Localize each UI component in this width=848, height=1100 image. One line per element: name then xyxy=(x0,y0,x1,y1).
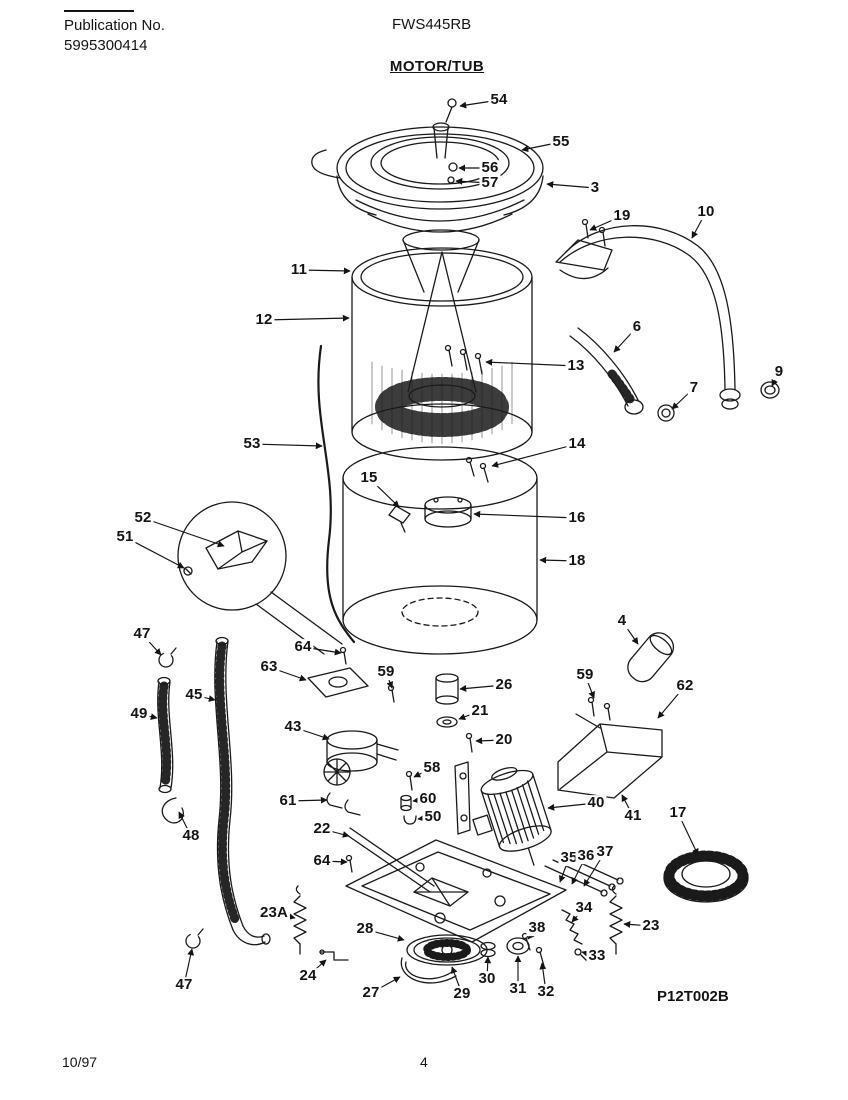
detail-circle xyxy=(177,501,343,655)
callout-14: 14 xyxy=(566,435,588,453)
callout-57: 57 xyxy=(479,174,501,192)
callout-58: 58 xyxy=(421,759,443,777)
callout-62: 62 xyxy=(674,677,696,695)
tub-ring xyxy=(663,850,749,903)
callout-10: 10 xyxy=(695,203,717,221)
callout-24: 24 xyxy=(297,967,319,985)
image-code: P12T002B xyxy=(657,988,729,1005)
callout-64: 64 xyxy=(311,852,333,870)
publication-block: Publication No. 5995300414 xyxy=(64,16,165,57)
callout-59: 59 xyxy=(574,666,596,684)
publication-number: 5995300414 xyxy=(64,37,148,55)
header-rule xyxy=(64,10,134,12)
callout-30: 30 xyxy=(476,970,498,988)
callout-63: 63 xyxy=(258,658,280,676)
inner-basket xyxy=(351,229,533,461)
callout-54: 54 xyxy=(488,91,510,109)
callout-33: 33 xyxy=(586,947,608,965)
callout-4: 4 xyxy=(615,612,629,630)
callout-16: 16 xyxy=(566,509,588,527)
callout-45: 45 xyxy=(183,686,205,704)
callout-49: 49 xyxy=(128,705,150,723)
publication-label: Publication No. xyxy=(64,17,165,34)
lid-assembly xyxy=(311,98,544,233)
agitator-cap-cone xyxy=(627,632,675,683)
callout-29: 29 xyxy=(451,985,473,1003)
callout-21: 21 xyxy=(469,702,491,720)
callout-17: 17 xyxy=(667,804,689,822)
callout-61: 61 xyxy=(277,792,299,810)
callout-26: 26 xyxy=(493,676,515,694)
callout-20: 20 xyxy=(493,731,515,749)
callout-3: 3 xyxy=(588,179,602,197)
model-number: FWS445RB xyxy=(392,16,472,33)
callout-11: 11 xyxy=(288,261,310,279)
callout-50: 50 xyxy=(422,808,444,826)
callout-47: 47 xyxy=(131,625,153,643)
drain-hose-assembly xyxy=(555,218,780,410)
callout-52: 52 xyxy=(132,509,154,527)
section-title: MOTOR/TUB xyxy=(389,58,485,75)
pump xyxy=(323,730,399,786)
outer-tub xyxy=(342,446,538,655)
callout-60: 60 xyxy=(417,790,439,808)
callout-32: 32 xyxy=(535,983,557,1001)
callout-28: 28 xyxy=(354,920,376,938)
footer-page-number: 4 xyxy=(420,1054,428,1070)
callout-34: 34 xyxy=(573,899,595,917)
callout-41: 41 xyxy=(622,807,644,825)
callout-31: 31 xyxy=(507,980,529,998)
callout-27: 27 xyxy=(360,984,382,1002)
callout-9: 9 xyxy=(772,363,786,381)
callout-48: 48 xyxy=(180,827,202,845)
fill-hoses xyxy=(157,636,271,949)
footer-date: 10/97 xyxy=(62,1054,98,1070)
callout-55: 55 xyxy=(550,133,572,151)
callout-15: 15 xyxy=(358,469,380,487)
callout-7: 7 xyxy=(687,379,701,397)
springs-and-bolts xyxy=(293,885,623,963)
callout-37: 37 xyxy=(594,843,616,861)
pulley-and-belt xyxy=(400,934,545,984)
callout-53: 53 xyxy=(241,435,263,453)
drive-motor xyxy=(472,766,552,866)
callout-59: 59 xyxy=(375,663,397,681)
callout-18: 18 xyxy=(566,552,588,570)
callout-19: 19 xyxy=(611,207,633,225)
callout-13: 13 xyxy=(565,357,587,375)
callout-51: 51 xyxy=(114,528,136,546)
callout-23A: 23A xyxy=(257,904,291,922)
callout-23: 23 xyxy=(640,917,662,935)
callout-40: 40 xyxy=(585,794,607,812)
callout-12: 12 xyxy=(253,311,275,329)
callout-64: 64 xyxy=(292,638,314,656)
callout-6: 6 xyxy=(630,318,644,336)
callout-47: 47 xyxy=(173,976,195,994)
callout-38: 38 xyxy=(526,919,548,937)
pressure-hose xyxy=(317,344,356,644)
small-hardware xyxy=(307,646,473,893)
callout-22: 22 xyxy=(311,820,333,838)
callout-43: 43 xyxy=(282,718,304,736)
callout-36: 36 xyxy=(575,847,597,865)
inlet-hose xyxy=(569,327,675,422)
splash-shield xyxy=(557,696,663,799)
